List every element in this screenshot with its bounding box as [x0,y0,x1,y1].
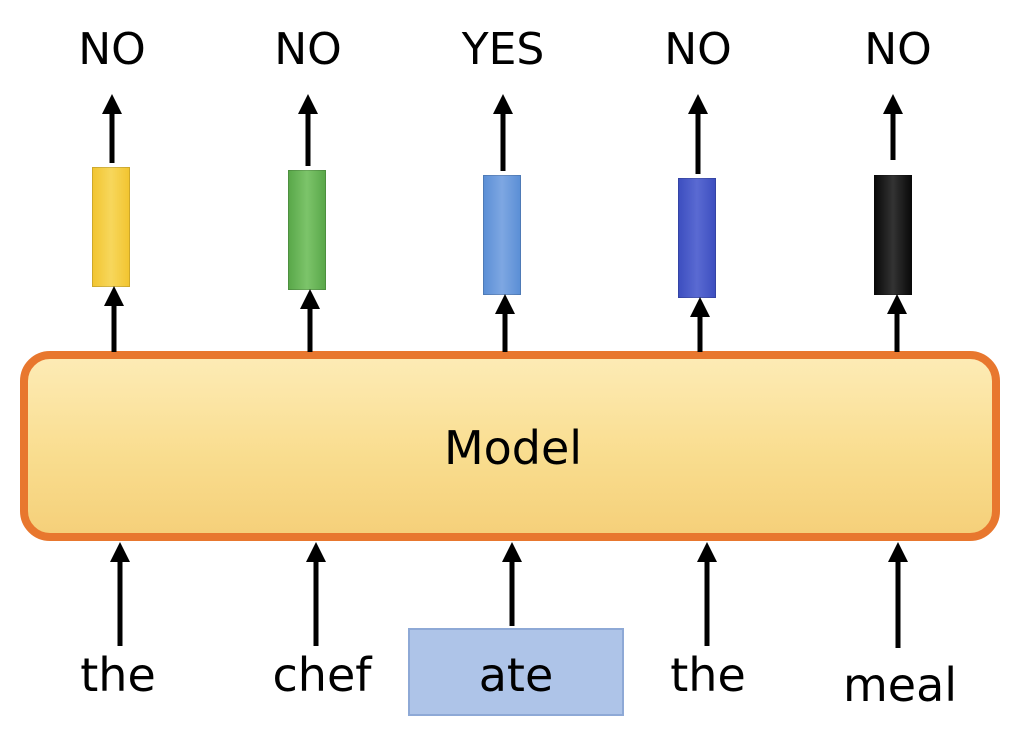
model-box [20,351,1000,541]
output-label-1: NO [78,24,146,75]
input-word-5: meal [842,658,958,712]
output-label-3: YES [461,24,545,75]
highlighted-word-box [408,628,624,716]
vector-bar-3 [483,175,521,295]
vector-bar-5 [874,175,912,295]
input-word-1: the [80,648,156,702]
vector-bar-4 [678,178,716,298]
input-word-3: ate [478,648,554,702]
output-label-4: NO [664,24,732,75]
output-label-5: NO [864,24,932,75]
vector-bar-2 [288,170,326,290]
output-label-2: NO [274,24,342,75]
model-label: Model [443,421,583,475]
input-word-4: the [670,648,746,702]
input-word-2: chef [272,648,372,702]
